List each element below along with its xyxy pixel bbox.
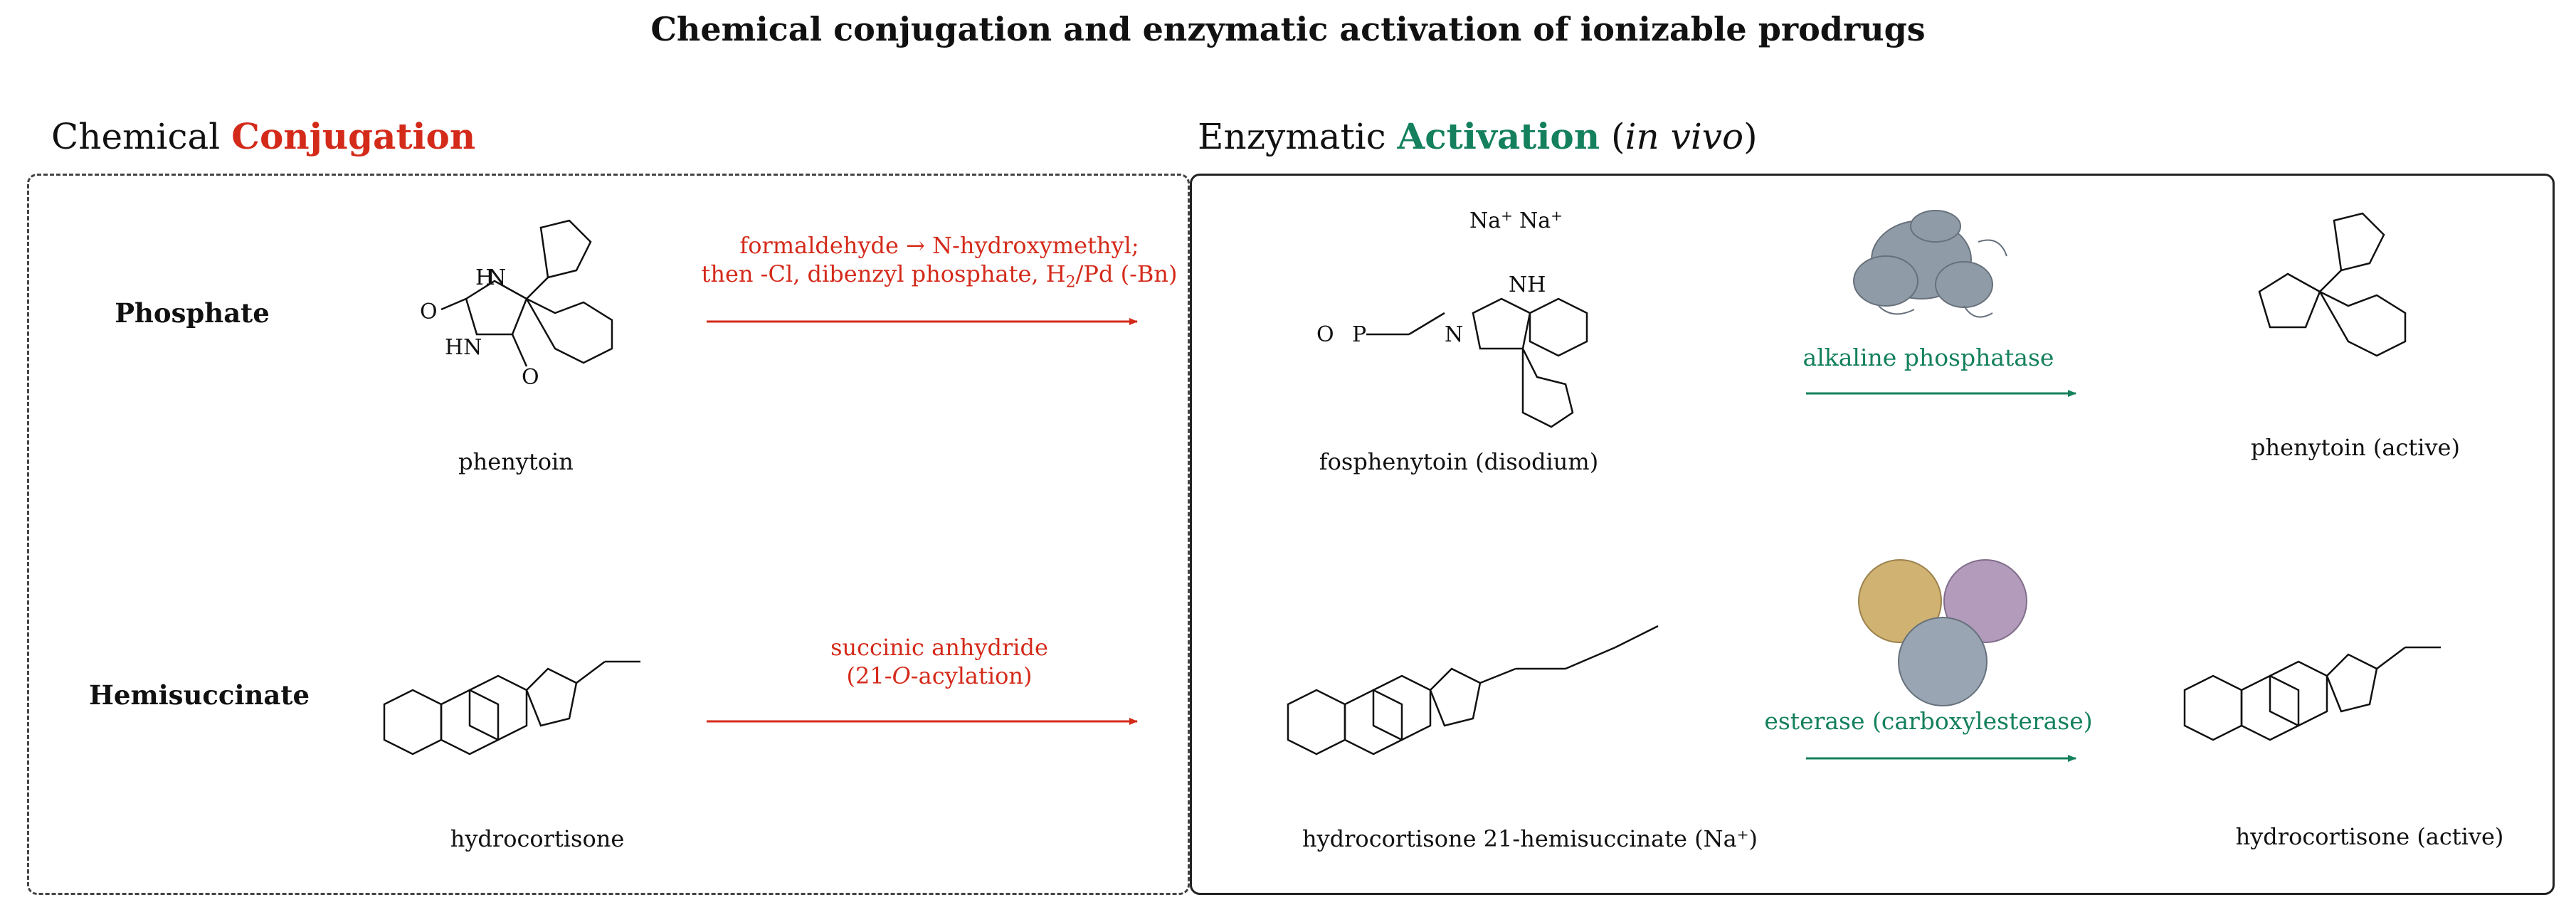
caption-hydrocortisone: hydrocortisone <box>450 825 625 852</box>
carboxylesterase-protein-icon <box>1858 559 2027 706</box>
conditions-phosphate-line2: then -Cl, dibenzyl phosphate, H2/Pd (-Bn… <box>701 260 1178 292</box>
row-label-phosphate: Phosphate <box>115 297 270 329</box>
phenytoin-active-structure <box>2258 212 2407 357</box>
atom-label-h: H <box>475 265 494 290</box>
section-header-conjugation: Chemical Conjugation <box>51 115 476 157</box>
caption-fosphenytoin: fosphenytoin (disodium) <box>1319 448 1599 475</box>
hydrocortisone-active-structure <box>2183 646 2441 741</box>
atom-label-o: O <box>522 365 539 390</box>
fosphenytoin-structure <box>1366 297 1588 428</box>
atom-label-n: N <box>487 265 506 290</box>
atom-label-o-minus: O <box>1316 322 1334 347</box>
counterion-na-1: Na+ <box>1469 207 1513 233</box>
conditions-hemisuccinate-line1: succinic anhydride <box>830 634 1048 661</box>
hydrocortisone-hemisuccinate-structure <box>1287 625 1659 756</box>
caption-hydrocortisone-hemisuccinate: hydrocortisone 21-hemisuccinate (Na⁺) <box>1302 825 1758 852</box>
alkaline-phosphatase-protein-icon <box>1853 210 2007 318</box>
conditions-phosphate: formaldehyde → N-hydroxymethyl; then -Cl… <box>669 231 1210 297</box>
row-label-hemisuccinate: Hemisuccinate <box>88 679 310 711</box>
figure-title: Chemical conjugation and enzymatic activ… <box>650 10 1926 48</box>
conditions-hemisuccinate-line2: (21-O-acylation) <box>846 662 1033 689</box>
section-header-activation: Enzymatic Activation (in vivo) <box>1198 115 1758 157</box>
counterion-na-2: Na+ <box>1519 207 1563 233</box>
conditions-hemisuccinate: succinic anhydride (21-O-acylation) <box>669 633 1210 690</box>
atom-label-nh: NH <box>1509 272 1546 297</box>
enzyme-esterase: esterase (carboxylesterase) <box>1764 707 2093 735</box>
atom-label-n: N <box>1445 322 1463 347</box>
conditions-phosphate-line1: formaldehyde → N-hydroxymethyl; <box>739 232 1139 259</box>
hydrocortisone-structure <box>383 660 640 756</box>
phenytoin-structure <box>440 219 613 367</box>
enzyme-alkaline-phosphatase: alkaline phosphatase <box>1802 344 2054 371</box>
atom-label-hn: HN <box>445 335 482 360</box>
atom-label-o: O <box>420 300 438 324</box>
activation-panel <box>1190 174 2555 895</box>
conjugation-panel <box>27 174 1190 895</box>
atom-label-p: P <box>1352 322 1366 347</box>
caption-phenytoin-active: phenytoin (active) <box>2251 434 2460 461</box>
caption-hydrocortisone-active: hydrocortisone (active) <box>2235 823 2504 850</box>
caption-phenytoin: phenytoin <box>458 448 574 475</box>
